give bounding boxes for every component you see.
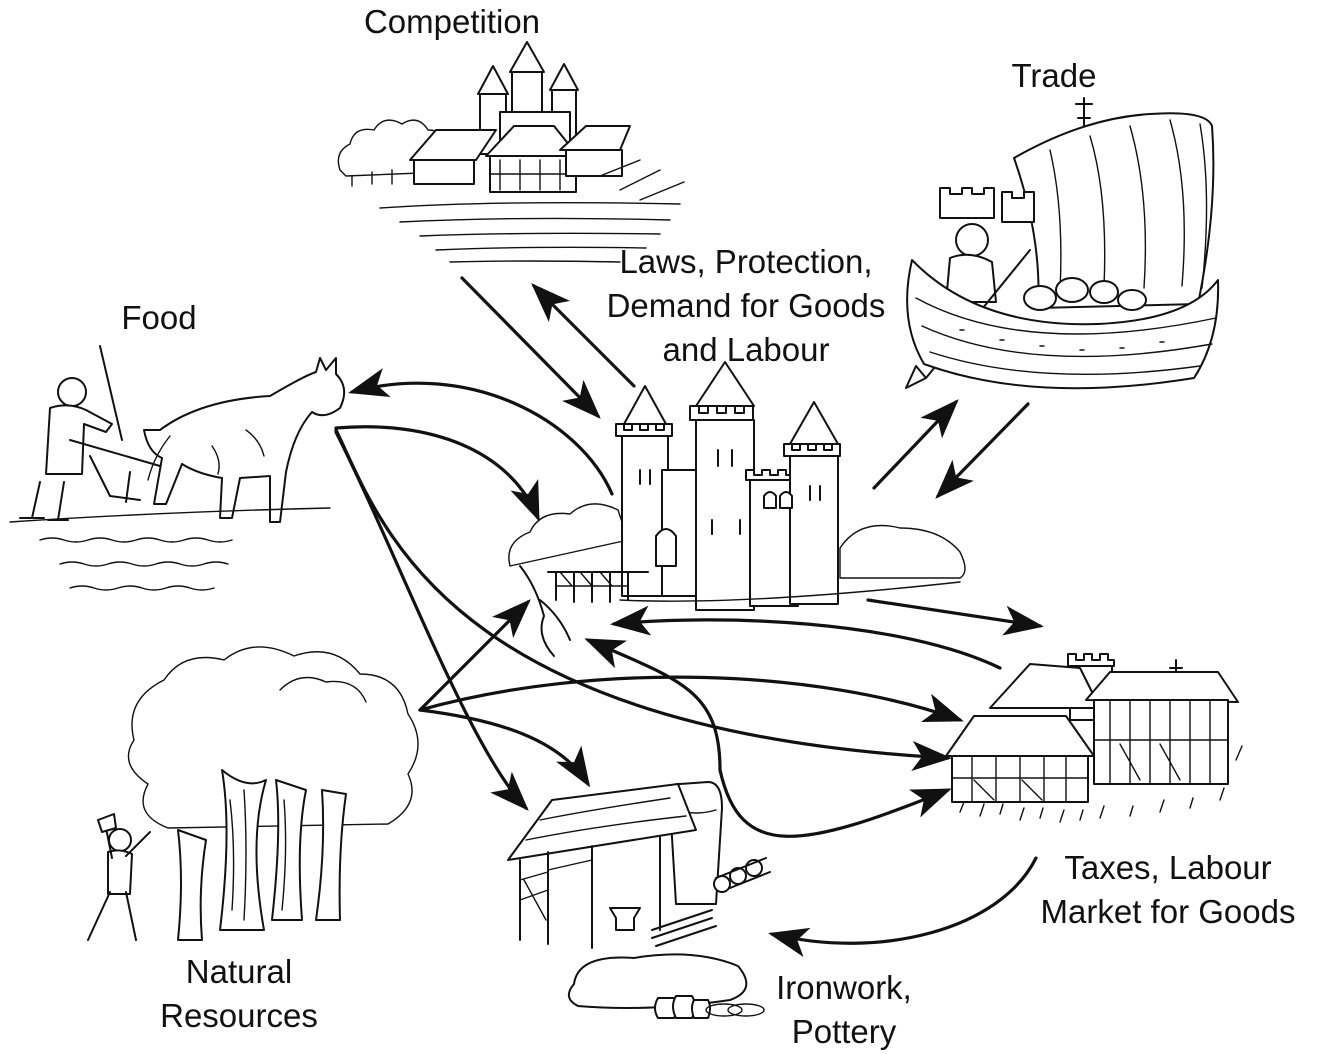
arrow-resources-to-town xyxy=(418,675,964,723)
woodcutter-illustration xyxy=(87,646,419,941)
label-town-line2: Market for Goods xyxy=(1040,893,1296,930)
label-competition: Competition xyxy=(363,3,541,40)
label-trade: Trade xyxy=(1011,57,1097,94)
arrow-town-to-workshop xyxy=(768,856,1038,957)
arrow-castle-to-food xyxy=(348,368,614,496)
label-resources: Natural Resources xyxy=(144,950,334,1038)
label-resources-line1: Natural xyxy=(185,953,293,990)
arrow-resources-to-workshop xyxy=(418,708,591,788)
label-craft: Ironwork, Pottery xyxy=(760,966,928,1054)
arrow-competition-to-castle xyxy=(460,276,601,419)
arrow-workshop-to-town xyxy=(718,768,952,838)
label-castle: Laws, Protection, Demand for Goods and L… xyxy=(584,240,908,372)
arrow-food-to-workshop xyxy=(334,430,529,811)
label-food: Food xyxy=(121,299,197,336)
arrow-workshop-to-castle-and-town xyxy=(584,638,722,772)
rival-castle-village-illustration xyxy=(337,41,685,263)
label-castle-line3: and Labour xyxy=(662,331,830,368)
arrow-trade-to-castle xyxy=(935,402,1030,499)
label-castle-line2: Demand for Goods xyxy=(606,287,886,324)
arrow-castle-to-trade xyxy=(872,399,959,490)
label-castle-line1: Laws, Protection, xyxy=(619,243,873,280)
label-town: Taxes, Labour Market for Goods xyxy=(1022,846,1314,934)
arrow-castle-to-competition xyxy=(531,283,636,388)
merchant-ship-illustration xyxy=(905,97,1220,390)
arrow-town-to-castle xyxy=(610,605,1002,670)
arrow-food-to-castle xyxy=(334,425,540,522)
label-craft-line2: Pottery xyxy=(791,1013,897,1050)
label-resources-line2: Resources xyxy=(160,997,318,1034)
central-castle-illustration xyxy=(508,361,966,657)
ploughman-illustration xyxy=(9,345,346,591)
arrow-castle-to-town xyxy=(866,598,1044,636)
label-craft-line1: Ironwork, xyxy=(776,969,912,1006)
market-town-illustration xyxy=(945,653,1243,823)
arrow-resources-to-castle xyxy=(418,599,531,712)
workshop-illustration xyxy=(507,781,771,1019)
label-town-line1: Taxes, Labour xyxy=(1064,849,1272,886)
flow-arrows xyxy=(334,276,1044,957)
